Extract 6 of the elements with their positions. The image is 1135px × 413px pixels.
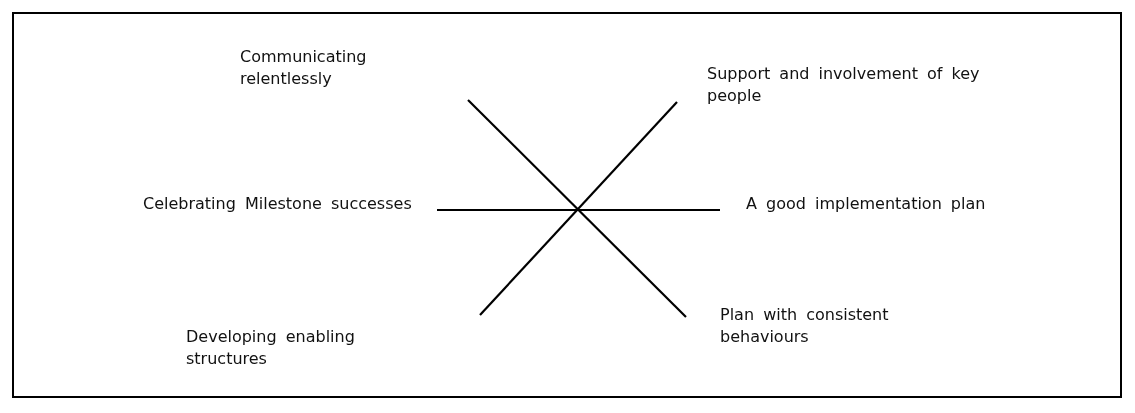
- factor-label: A good implementation plan: [746, 193, 987, 215]
- factor-label: Celebrating Milestone successes: [143, 193, 413, 215]
- factor-label: Developing enabling structures: [186, 326, 356, 370]
- factor-label: Plan with consistent behaviours: [720, 304, 890, 348]
- factor-label: Support and involvement of key people: [707, 63, 981, 107]
- factor-label: Communicating relentlessly: [240, 46, 368, 90]
